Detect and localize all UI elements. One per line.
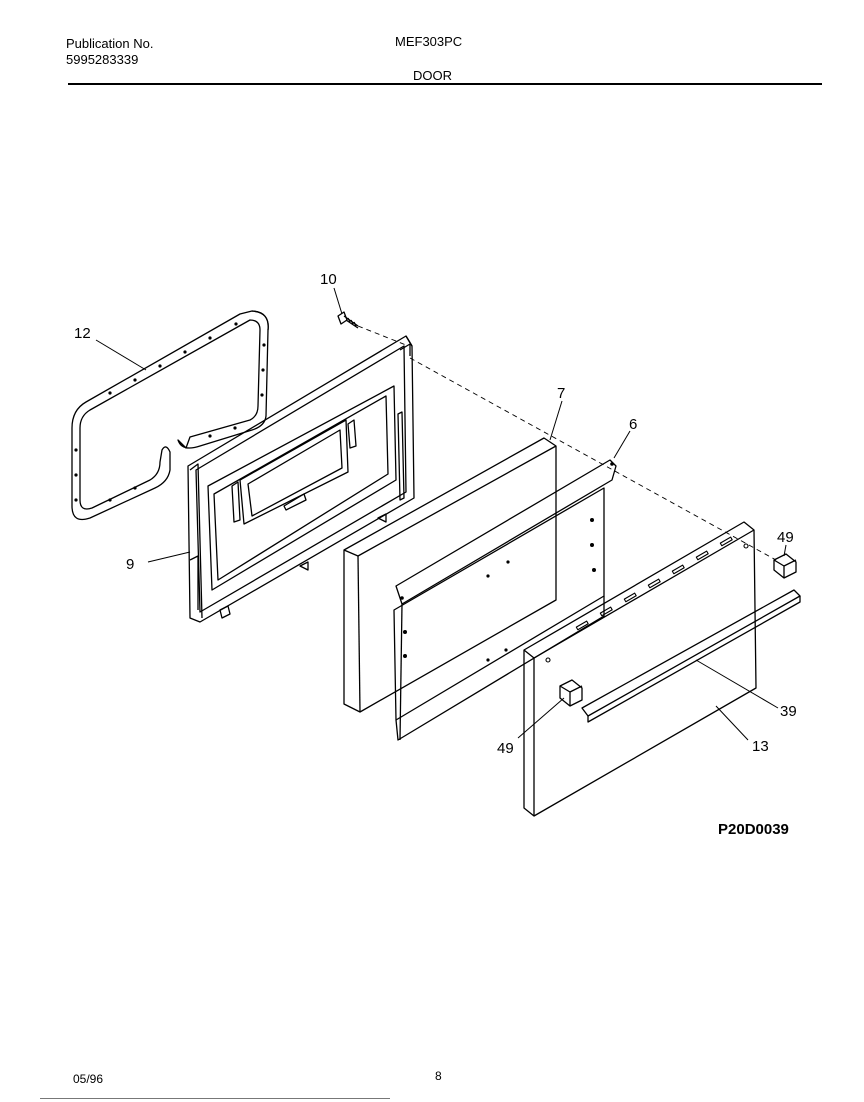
inner-door-part-9 (187, 335, 415, 623)
footer-date: 05/96 (73, 1072, 104, 1086)
publication-number: 5995283339 (66, 52, 139, 67)
gasket-part-12 (71, 310, 269, 521)
assembly-line (357, 325, 777, 561)
callout-39: 39 (780, 703, 797, 720)
handle-part-39 (581, 589, 801, 723)
publication-label: Publication No. (66, 36, 154, 51)
screw-part-10 (337, 311, 359, 329)
footer-divider (40, 1098, 390, 1099)
insulation-part-7 (343, 437, 557, 713)
door-panel-holes (400, 462, 614, 662)
outer-door-vents (545, 536, 749, 663)
callout-12: 12 (74, 325, 91, 342)
gasket-clips (74, 322, 266, 502)
model-number: MEF303PC (395, 34, 463, 49)
callout-49-bottom: 49 (497, 740, 514, 757)
header-divider (68, 83, 822, 85)
callout-49-top: 49 (777, 529, 794, 546)
end-cap-part-49-bottom (559, 679, 583, 707)
leader-lines (95, 287, 787, 741)
diagram-code: P20D0039 (718, 821, 789, 838)
outer-door-part-13 (523, 521, 757, 817)
end-cap-part-49-top (773, 553, 797, 579)
callout-6: 6 (629, 416, 637, 433)
callout-9: 9 (126, 556, 134, 573)
door-panel-part-6 (393, 459, 617, 741)
callout-13: 13 (752, 738, 769, 755)
section-title: DOOR (413, 68, 452, 83)
page-number: 8 (435, 1069, 442, 1083)
callout-7: 7 (557, 385, 565, 402)
callout-10: 10 (320, 271, 337, 288)
